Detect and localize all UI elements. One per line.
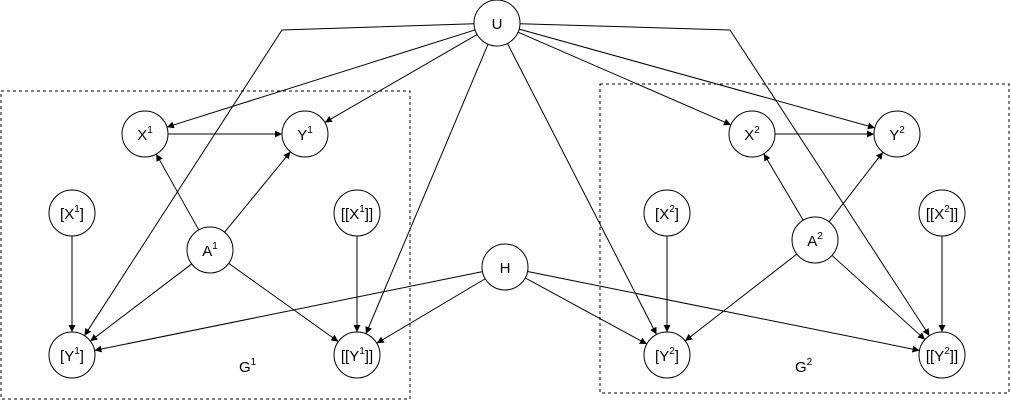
node-bx2: [X2]: [643, 189, 691, 237]
node-by2: [Y2]: [643, 331, 691, 379]
node-y2: Y2: [873, 110, 921, 158]
node-circle: [481, 243, 529, 291]
group-box-g2: [599, 83, 1010, 394]
node-circle: [281, 110, 329, 158]
edge-u-to-bby2: [519, 23, 930, 337]
edge-u-to-bby1: [365, 43, 489, 335]
group-label-g2: G2: [795, 357, 813, 376]
node-h: H: [481, 243, 529, 291]
edge-u-to-x1: [166, 29, 476, 129]
edge-h-to-bby2: [527, 271, 920, 353]
edge-a1-to-x1: [155, 153, 200, 231]
node-label: Y2: [889, 125, 905, 144]
edge-a2-to-y2: [828, 151, 884, 223]
node-bby1: [[Y1]]: [333, 331, 381, 379]
node-circle: [473, 0, 521, 47]
node-label: [Y2]: [655, 346, 679, 365]
node-bbx2: [[X2]]: [918, 189, 966, 237]
node-label: [[X1]]: [341, 204, 373, 223]
node-circle: [48, 331, 96, 379]
group-box-g1: [0, 90, 411, 400]
node-label: X1: [137, 125, 153, 144]
group-label-g1: G1: [239, 357, 257, 376]
node-bbx1: [[X1]]: [333, 189, 381, 237]
edge-u-to-x2: [517, 31, 732, 126]
node-circle: [186, 226, 234, 274]
nodes-layer: U H X1 Y1 [X1] A1 [[X1]] [Y1] [[Y1]] X2 Y2 [X2] A2 [[…: [48, 0, 966, 379]
node-circle: [121, 110, 169, 158]
edge-u-to-by2: [507, 43, 657, 335]
node-circle: [643, 331, 691, 379]
node-circle: [643, 189, 691, 237]
node-circle: [333, 331, 381, 379]
node-label: Y1: [297, 125, 313, 144]
edge-a1-to-y1: [224, 151, 291, 233]
edge-a2-to-bby2: [831, 255, 926, 340]
node-by1: [Y1]: [48, 331, 96, 379]
node-bx1: [X1]: [48, 189, 96, 237]
edge-u-to-by1: [84, 23, 475, 336]
edge-a2-to-x2: [763, 153, 804, 221]
node-x1: X1: [121, 110, 169, 158]
node-circle: [873, 110, 921, 158]
node-label: A2: [807, 231, 823, 250]
edge-h-to-by1: [94, 271, 483, 353]
node-label: [Y1]: [60, 346, 84, 365]
node-bby2: [[Y2]]: [918, 331, 966, 379]
node-x2: X2: [728, 110, 776, 158]
edges-layer: [68, 23, 946, 353]
node-circle: [791, 216, 839, 264]
node-label: [[X2]]: [926, 204, 958, 223]
edge-h-to-by2: [524, 277, 648, 345]
node-a1: A1: [186, 226, 234, 274]
node-label: [[Y1]]: [341, 346, 373, 365]
edge-a2-to-by2: [684, 253, 798, 342]
node-label: [[Y2]]: [926, 346, 958, 365]
node-y1: Y1: [281, 110, 329, 158]
edge-u-to-y1: [324, 34, 478, 123]
node-label: X2: [744, 125, 760, 144]
node-a2: A2: [791, 216, 839, 264]
edge-a1-to-by1: [90, 263, 192, 342]
edge-a1-to-bby1: [228, 262, 339, 343]
edge-u-to-y2: [519, 28, 875, 130]
edge-h-to-bby1: [376, 278, 486, 344]
node-label: A1: [202, 241, 218, 260]
node-label: [X2]: [655, 204, 679, 223]
node-circle: [918, 331, 966, 379]
node-circle: [333, 189, 381, 237]
node-circle: [48, 189, 96, 237]
node-label: [X1]: [60, 204, 84, 223]
node-label: U: [492, 16, 503, 33]
node-label: H: [500, 260, 511, 277]
node-circle: [918, 189, 966, 237]
node-u: U: [473, 0, 521, 47]
node-circle: [728, 110, 776, 158]
